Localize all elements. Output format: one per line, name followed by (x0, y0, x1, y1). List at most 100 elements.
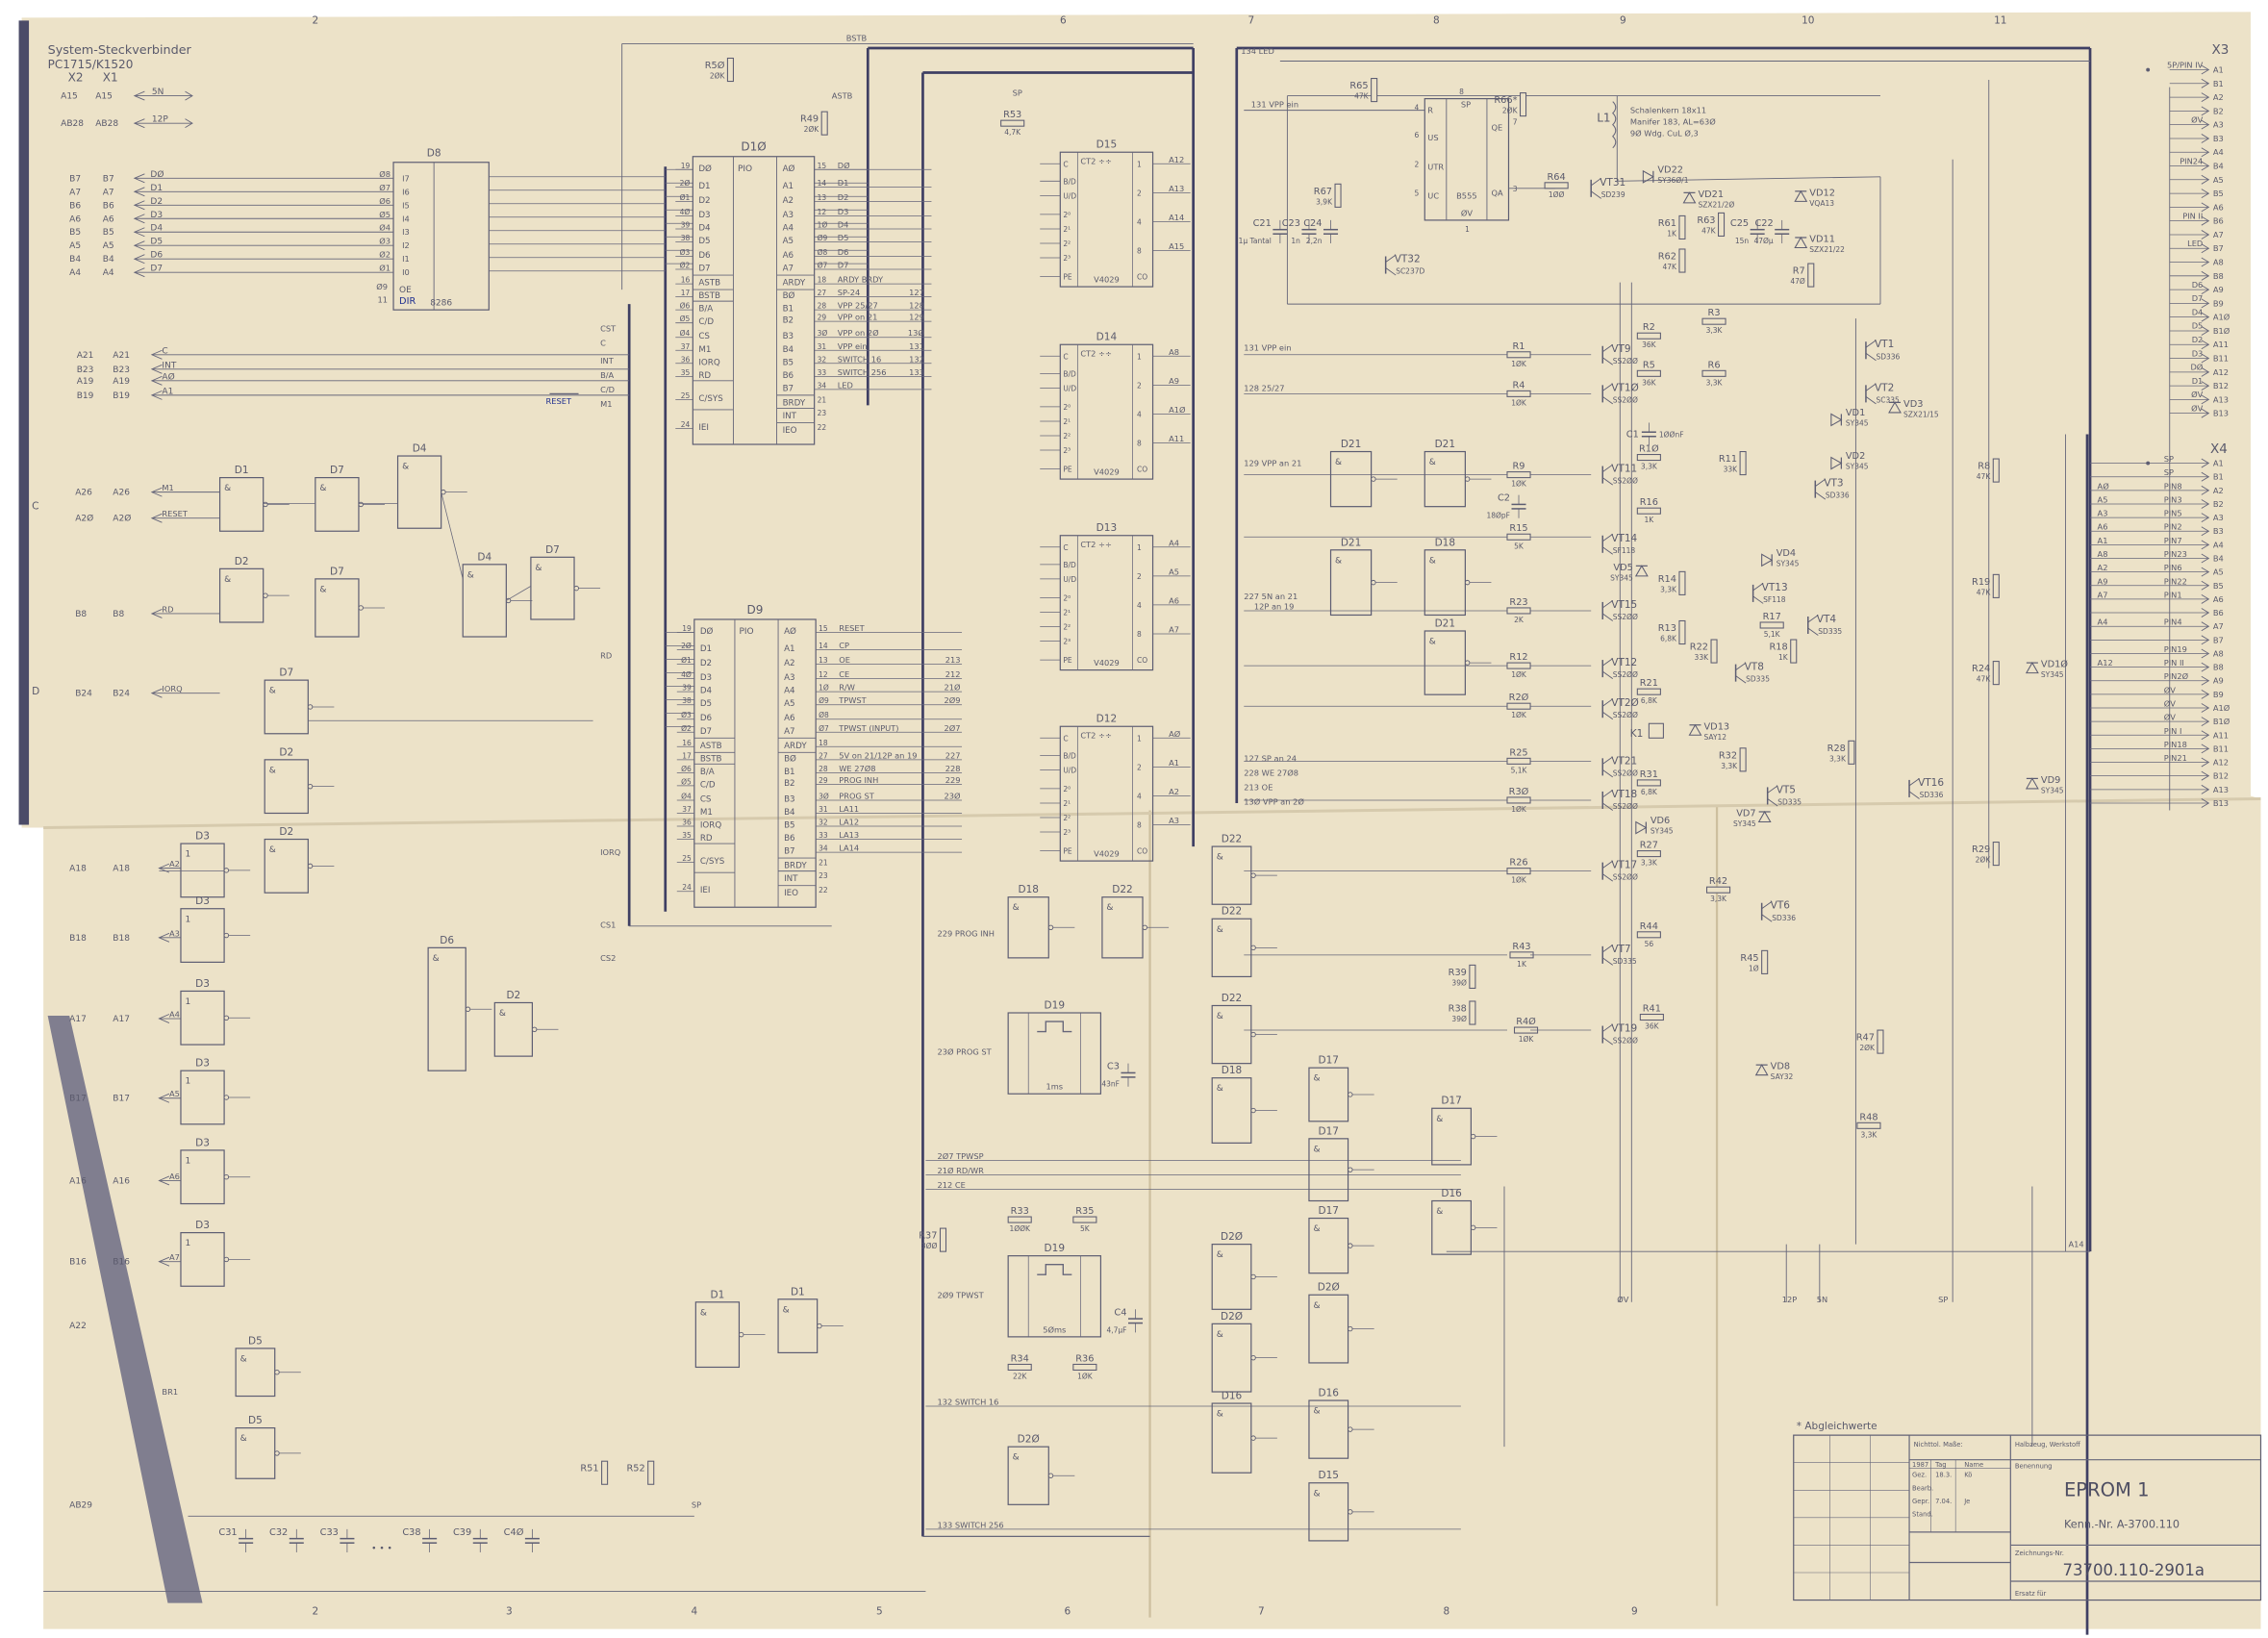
pin-number: 18 (819, 739, 828, 747)
net-label: PIN18 (2164, 740, 2187, 749)
gate-symbol: & (1313, 1489, 1320, 1499)
inversion-bubble-icon (1250, 1435, 1256, 1441)
pin-label: A4 (103, 268, 114, 278)
net-label: 228 WE 27Ø8 (1244, 768, 1298, 777)
pin-label: B5 (69, 228, 81, 238)
net-label: PIN4 (2164, 617, 2182, 627)
diode-icon (1635, 820, 1648, 835)
transistor-type: SF118 (1763, 595, 1786, 604)
pin-label: B1Ø (2213, 717, 2230, 726)
inversion-bubble-icon (1470, 1133, 1476, 1140)
chip-type: CT2 ÷÷ (1080, 156, 1112, 165)
gate-name: D3 (195, 1220, 210, 1231)
connector-arrow-icon (2201, 353, 2210, 364)
gate-symbol: & (1313, 1224, 1320, 1234)
pio-net-label: DØ (838, 161, 850, 170)
pio-pin-label: A1 (784, 644, 795, 654)
pin-number: 19 (682, 624, 692, 633)
pio-pin-label: B5 (783, 358, 794, 367)
bus-label: A12 (2098, 658, 2113, 668)
inversion-bubble-icon (1470, 1224, 1476, 1231)
gate-name: D2 (279, 746, 293, 758)
diode-name: VD22 (1657, 164, 1683, 175)
chip-type: CT2 ÷÷ (1080, 730, 1112, 740)
net-label: A14 (1169, 213, 1184, 222)
pin-label: A22 (69, 1322, 87, 1331)
resistor-name: R9 (1513, 462, 1525, 472)
scan-edge-strip (18, 20, 30, 825)
pin-label: B6 (103, 201, 114, 211)
pin-number: 14 (819, 642, 828, 650)
pin-label: B/D (1063, 177, 1076, 186)
resistor-name: R34 (1011, 1353, 1029, 1364)
pin-label: B7 (2213, 243, 2224, 253)
pin-label: A8 (2213, 648, 2224, 658)
ruler-number: 2 (312, 1606, 318, 1618)
transistor-type: SD335 (1613, 957, 1637, 966)
diode-type: SY345 (1610, 573, 1633, 582)
net-label: 5N (1817, 1295, 1827, 1304)
pio-pin-label: B4 (783, 345, 794, 355)
transistor-name: VT13 (1762, 582, 1788, 593)
resistor-value: 1ØØ (1549, 190, 1565, 199)
pio-net-label: LED (838, 380, 853, 390)
pin-label: A18 (113, 865, 130, 874)
resistor-name: R22 (1690, 643, 1708, 653)
inversion-bubble-icon (465, 1006, 471, 1012)
bus-net-label: INT (600, 356, 615, 365)
pio-net-label: LA11 (839, 804, 859, 814)
resistor-value: 2ØK (1859, 1044, 1876, 1052)
resistor-value: 1ØØK (1009, 1224, 1031, 1233)
transistor-icon (1601, 343, 1614, 365)
bus-label: A3 (2098, 509, 2108, 518)
pio-net-label: TPWST (838, 695, 867, 705)
pin-label: 4 (1137, 217, 1142, 226)
pin-label: A7 (2213, 230, 2224, 239)
pin-label: B5 (103, 228, 114, 238)
gate-symbol: & (240, 1434, 247, 1444)
pin-label: 2³ (1063, 254, 1071, 263)
diode-type: SY345 (1651, 827, 1674, 836)
chip-name: D19 (1045, 1000, 1065, 1012)
inversion-bubble-icon (307, 863, 314, 869)
resistor (1506, 868, 1531, 875)
net-label: BSTB (846, 33, 868, 42)
resistor (1678, 619, 1686, 645)
pin-label: A15 (95, 92, 113, 102)
inversion-bubble-icon (1348, 1325, 1353, 1332)
resistor (1506, 796, 1531, 804)
net-label: RD (162, 604, 173, 614)
junction-dot (2146, 67, 2151, 72)
pin-label: I4 (402, 214, 410, 223)
pin-number: 28 (818, 302, 827, 311)
pin-label: A1Ø (2213, 703, 2230, 713)
pio-pin-label: A7 (783, 265, 794, 274)
inversion-bubble-icon (274, 1370, 280, 1375)
pio-net-label: WE 27Ø8 (839, 764, 875, 773)
connector-subtitle: PC1715/K1520 (48, 58, 134, 71)
pin-label: PE (1063, 273, 1072, 282)
resistor (1509, 951, 1534, 959)
transistor-name: VT1Ø (1611, 382, 1639, 393)
pin-label: 2⁰ (1063, 403, 1071, 412)
gate-name: D4 (477, 551, 491, 563)
resistor (1506, 662, 1531, 669)
pio-net-label: R/W (839, 683, 855, 693)
resistor-value: 36K (1645, 1022, 1660, 1031)
pio-pin-label: B5 (784, 821, 795, 831)
resistor (1718, 212, 1726, 237)
resistor (1007, 1363, 1032, 1371)
connector-title: System-Steckverbinder (48, 43, 192, 58)
net-label: 131 VPP ein (1244, 342, 1291, 352)
pin-label: C (1063, 734, 1068, 743)
gate-symbol: 1 (185, 915, 190, 924)
resistor (1992, 661, 2000, 686)
pin-label: A12 (2213, 367, 2229, 377)
diode-type: SY345 (1777, 559, 1800, 567)
connector-arrow-icon (2201, 757, 2210, 768)
resistor-name: R48 (1859, 1112, 1877, 1122)
bus-label: A4 (2098, 617, 2108, 627)
inversion-bubble-icon (1047, 924, 1054, 930)
monoflop-d19 (1007, 1012, 1102, 1095)
net-label: A13 (1169, 184, 1184, 193)
